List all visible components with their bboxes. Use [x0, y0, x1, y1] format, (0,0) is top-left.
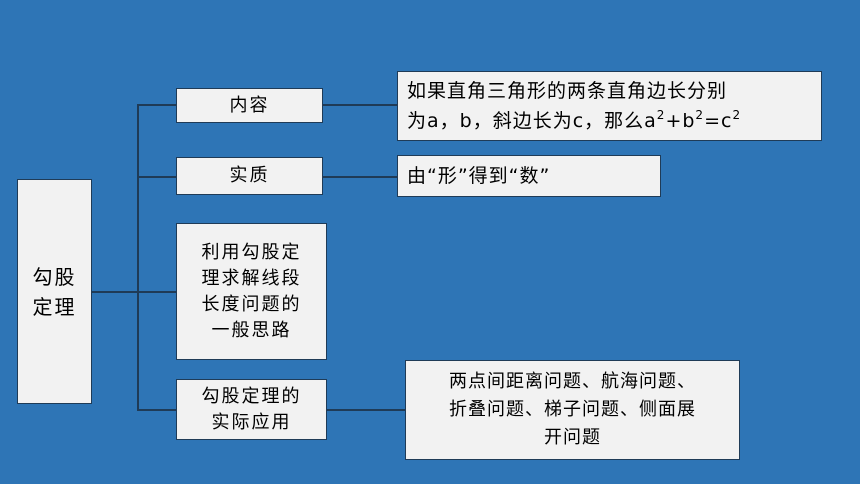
description-content-line1: 如果直角三角形的两条直角边长分别: [407, 80, 728, 102]
branch-label-method-line4: 一般思路: [211, 319, 292, 341]
application-to-description-line: [326, 409, 406, 411]
branch-connector-method: [137, 291, 177, 293]
branch-label-essence: 实质: [229, 165, 270, 186]
description-application-line2: 折叠问题、梯子问题、侧面展: [449, 399, 696, 420]
branch-label-application-line1: 勾股定理的: [201, 385, 302, 407]
description-content: 如果直角三角形的两条直角边长分别 为a，b，斜边长为c，那么a2+b2=c2: [397, 71, 822, 141]
branch-label-method-line1: 利用勾股定: [201, 241, 302, 263]
content-to-description-line: [322, 104, 398, 106]
branch-node-essence: 实质: [176, 157, 323, 195]
description-essence: 由“形”得到“数”: [397, 155, 661, 197]
description-application-line3: 开问题: [544, 427, 601, 448]
branch-connector-application: [137, 409, 177, 411]
root-node: 勾股 定理: [17, 179, 92, 404]
root-label-line2: 定理: [32, 294, 77, 319]
branch-label-method-line3: 长度问题的: [201, 293, 302, 315]
branch-label-content: 内容: [229, 94, 270, 116]
branch-node-content: 内容: [176, 88, 323, 123]
description-application-line1: 两点间距离问题、航海问题、: [449, 371, 696, 392]
branch-label-method-line2: 理求解线段: [201, 267, 302, 289]
branch-connector-content: [137, 104, 177, 106]
description-essence-text: 由“形”得到“数”: [407, 165, 551, 187]
root-connector: [92, 291, 138, 293]
branch-node-method: 利用勾股定 理求解线段 长度问题的 一般思路: [176, 223, 327, 360]
branch-node-application: 勾股定理的 实际应用: [176, 379, 327, 440]
description-content-line2: 为a，b，斜边长为c，那么a2+b2=c2: [407, 108, 742, 132]
description-application: 两点间距离问题、航海问题、 折叠问题、梯子问题、侧面展 开问题: [405, 360, 740, 460]
branch-connector-essence: [137, 176, 177, 178]
essence-to-description-line: [322, 176, 398, 178]
branch-label-application-line2: 实际应用: [211, 411, 292, 433]
trunk-line: [137, 104, 139, 410]
root-label-line1: 勾股: [32, 264, 77, 289]
